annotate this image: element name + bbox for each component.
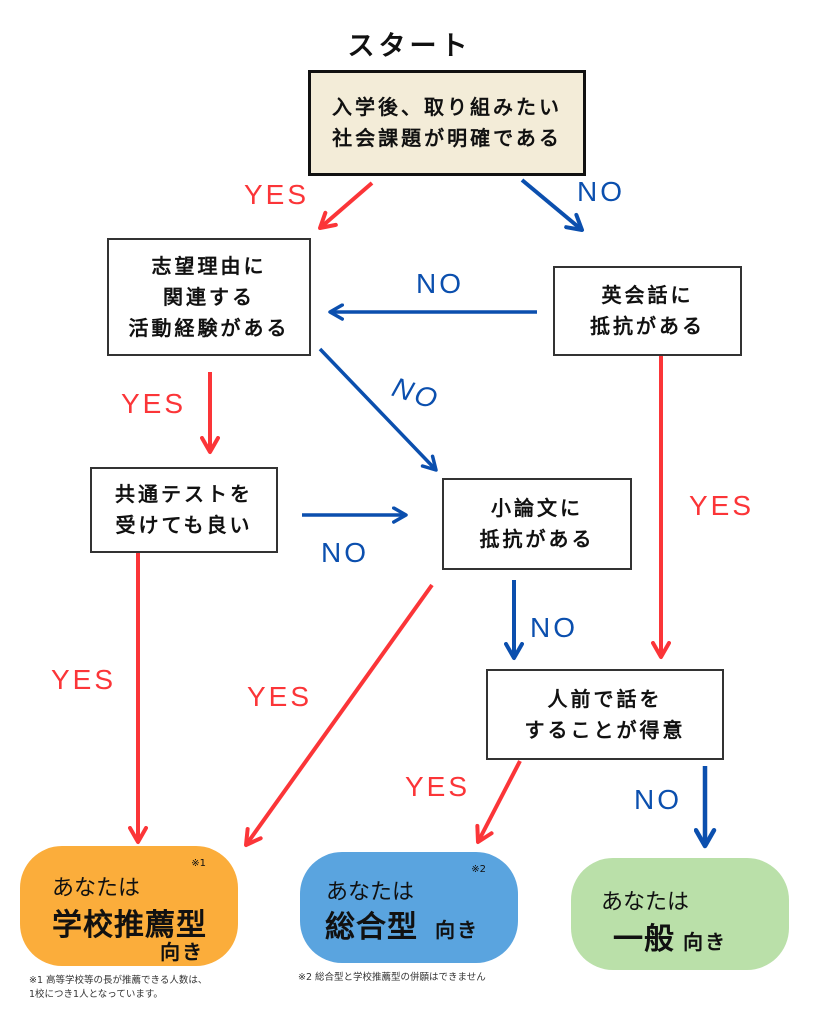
label-q1-yes: YES (244, 179, 310, 210)
label-q4-no: NO (321, 537, 369, 568)
result-general: あなたは 一般 向き (571, 858, 789, 970)
footnote-line: 1校につき1人となっています。 (29, 988, 163, 1000)
label-q5-no: NO (530, 612, 578, 643)
label-q6-no: NO (634, 784, 682, 815)
question-line: 入学後、取り組みたい (332, 95, 562, 119)
question-line: 抵抗がある (590, 314, 705, 338)
result-type: 学校推薦型 (52, 908, 207, 943)
arrow-q5-yes (244, 583, 434, 847)
result-comprehensive: ※2 あなたは 総合型 向き (300, 852, 518, 963)
label-q6-yes: YES (405, 771, 471, 802)
question-short-essay: 小論文に 抵抗がある (442, 478, 632, 570)
question-line: 関連する (163, 284, 255, 309)
question-english-conversation: 英会話に 抵抗がある (553, 266, 742, 356)
question-line: 人前で話を (547, 686, 663, 711)
question-public-speaking: 人前で話を することが得意 (486, 669, 724, 760)
question-line: 活動経験がある (128, 315, 290, 340)
question-social-issue: 入学後、取り組みたい 社会課題が明確である (308, 70, 586, 176)
arrow-q2-no (318, 347, 438, 472)
question-line: することが得意 (524, 717, 686, 742)
label-q2-yes: YES (121, 388, 187, 419)
question-line: 小論文に (491, 496, 583, 520)
question-line: 志望理由に (151, 253, 267, 278)
result-suffix: 向き (160, 940, 204, 964)
question-line: 社会課題が明確である (332, 126, 562, 150)
question-line: 英会話に (601, 283, 694, 307)
result-prefix: あなたは (326, 880, 415, 905)
footnote-school-recommendation: ※1 高等学校等の長が推薦できる人数は、 1校につき1人となっています。 (29, 974, 207, 1002)
label-q4-yes: YES (51, 664, 117, 695)
result-school-recommendation: ※1 あなたは 学校推薦型 向き (20, 846, 238, 966)
label-q5-yes: YES (247, 681, 313, 712)
arrow-q1-yes (318, 181, 374, 230)
label-q1-no: NO (577, 176, 625, 207)
footnote-mark: ※1 (191, 858, 206, 869)
label-q3-yes: YES (689, 490, 755, 521)
result-prefix: あなたは (601, 890, 690, 915)
question-common-test: 共通テストを 受けても良い (90, 467, 278, 553)
footnote-mark: ※2 (471, 864, 486, 875)
footnote-line: ※1 高等学校等の長が推薦できる人数は、 (29, 975, 208, 986)
question-line: 共通テストを (115, 482, 253, 506)
footnote-comprehensive: ※2 総合型と学校推薦型の併願はできません (298, 972, 486, 983)
label-q3-no: NO (416, 268, 464, 299)
result-type: 一般 (613, 922, 675, 957)
result-type: 総合型 (325, 910, 418, 945)
result-prefix: あなたは (52, 876, 141, 901)
result-suffix: 向き (435, 918, 479, 942)
start-title: スタート (347, 31, 472, 62)
question-activity-experience: 志望理由に 関連する 活動経験がある (107, 238, 311, 356)
arrow-q6-yes (475, 760, 522, 844)
result-suffix: 向き (683, 930, 727, 954)
question-line: 抵抗がある (479, 527, 595, 551)
arrow-q1-no (520, 178, 584, 232)
question-line: 受けても良い (115, 513, 253, 537)
